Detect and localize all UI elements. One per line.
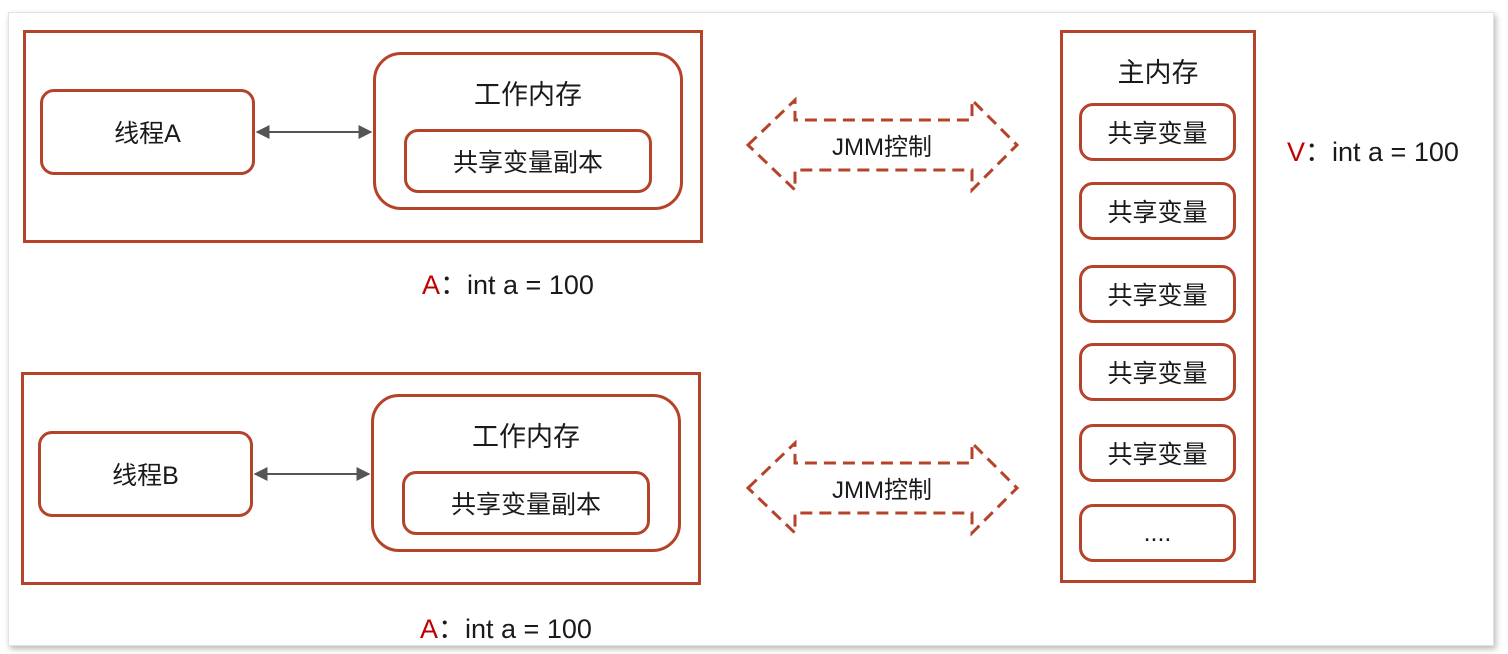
thread-a-variable: A：int a = 100 bbox=[422, 263, 594, 302]
main-memory-item-label: 共享变量 bbox=[1107, 199, 1208, 227]
main-memory-item: 共享变量 bbox=[1079, 182, 1236, 240]
main-memory-item: 共享变量 bbox=[1079, 343, 1236, 401]
main-memory-item: 共享变量 bbox=[1079, 103, 1236, 161]
main-memory-variable: V：int a = 100 bbox=[1287, 130, 1459, 169]
main-memory-item-more: .... bbox=[1079, 504, 1236, 562]
main-memory-item-label: 共享变量 bbox=[1107, 282, 1208, 310]
main-memory-item: 共享变量 bbox=[1079, 265, 1236, 323]
jmm-arrow-bottom bbox=[745, 439, 1020, 537]
thread-a-shared-copy: 共享变量副本 bbox=[404, 129, 652, 193]
main-memory-item-label: 共享变量 bbox=[1107, 360, 1208, 388]
thread-a-variable-text: ：int a = 100 bbox=[440, 270, 594, 300]
main-memory-variable-text: ：int a = 100 bbox=[1305, 137, 1459, 167]
main-memory-title: 主内存 bbox=[1117, 58, 1199, 88]
thread-b-variable-prefix: A bbox=[420, 614, 439, 644]
thread-b-work-memory-title: 工作内存 bbox=[472, 422, 580, 452]
jmm-label-top: JMM控制 bbox=[832, 134, 932, 161]
main-memory-item: 共享变量 bbox=[1079, 424, 1236, 482]
thread-b-variable: A：int a = 100 bbox=[420, 607, 592, 646]
thread-b-box: 线程B bbox=[38, 431, 253, 517]
jmm-arrow-top bbox=[745, 96, 1020, 194]
main-memory-item-label: 共享变量 bbox=[1107, 441, 1208, 469]
main-memory-item-label: .... bbox=[1143, 518, 1172, 547]
main-memory-item-label: 共享变量 bbox=[1107, 120, 1208, 148]
jmm-label-bottom: JMM控制 bbox=[832, 477, 932, 504]
thread-a-shared-copy-label: 共享变量副本 bbox=[452, 149, 603, 177]
thread-a-work-memory-title: 工作内存 bbox=[474, 80, 582, 110]
thread-a-label: 线程A bbox=[114, 120, 181, 148]
thread-b-variable-text: ：int a = 100 bbox=[438, 614, 592, 644]
thread-a-variable-prefix: A bbox=[422, 270, 441, 300]
thread-b-shared-copy: 共享变量副本 bbox=[402, 471, 650, 535]
thread-a-box: 线程A bbox=[40, 89, 255, 175]
thread-b-label: 线程B bbox=[112, 462, 179, 490]
main-memory-variable-prefix: V bbox=[1287, 137, 1306, 167]
thread-b-shared-copy-label: 共享变量副本 bbox=[450, 491, 601, 519]
